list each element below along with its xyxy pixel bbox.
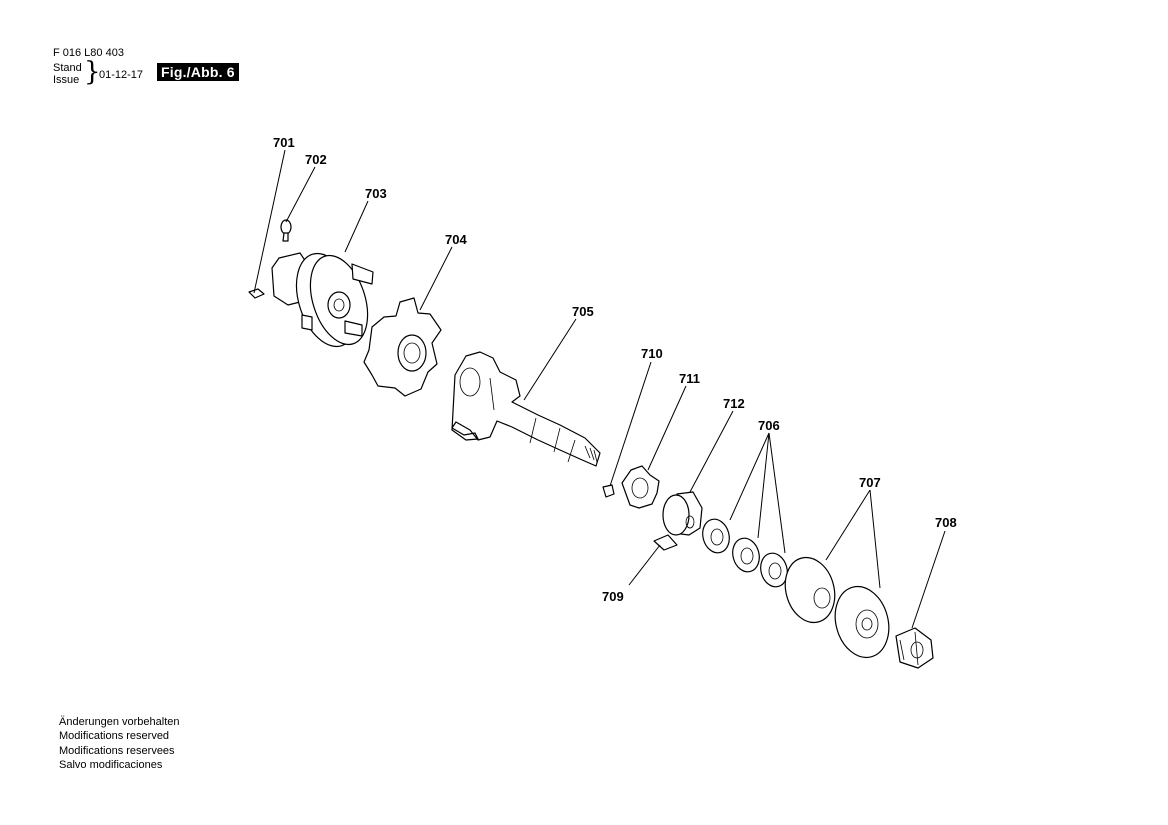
- leader-lines: [253, 149, 946, 629]
- part-number-710: 710: [641, 346, 663, 361]
- part-708-nut[interactable]: [895, 627, 934, 669]
- part-number-706: 706: [758, 418, 780, 433]
- part-706-washer-1[interactable]: [699, 516, 733, 556]
- part-709-key[interactable]: [653, 534, 678, 551]
- part-702-screw[interactable]: [280, 219, 292, 242]
- part-number-708: 708: [935, 515, 957, 530]
- part-706-washer-2[interactable]: [729, 535, 763, 575]
- part-701-key[interactable]: [248, 288, 265, 299]
- part-712-bushing[interactable]: [662, 491, 703, 536]
- part-number-711: 711: [679, 371, 700, 386]
- part-704-gear-plate[interactable]: [363, 297, 442, 397]
- part-number-701: 701: [273, 135, 295, 150]
- part-705-shaft[interactable]: [451, 351, 601, 467]
- footer-line-de: Änderungen vorbehalten: [59, 716, 180, 728]
- issue-label: Issue: [53, 74, 80, 86]
- part-703-flange[interactable]: [271, 246, 378, 355]
- modifications-notice: Änderungen vorbehalten Modifications res…: [59, 715, 179, 772]
- footer-line-es: Salvo modificaciones: [59, 758, 163, 771]
- part-711-cam-plate[interactable]: [621, 465, 660, 509]
- part-number-704: 704: [445, 232, 467, 247]
- footer-line-fr: Modifications reservees: [59, 744, 175, 757]
- document-number: F 016 L80 403: [53, 47, 124, 59]
- part-707-flange-2[interactable]: [828, 580, 897, 663]
- part-707-flange-1[interactable]: [778, 552, 841, 628]
- part-710-screw[interactable]: [602, 484, 615, 498]
- figure-label: Fig./Abb. 6: [157, 63, 239, 81]
- part-number-709: 709: [602, 589, 624, 604]
- brace-symbol: }: [84, 57, 101, 87]
- part-706-washer-3[interactable]: [757, 550, 791, 590]
- stand-label: Stand: [53, 62, 82, 74]
- part-number-703: 703: [365, 186, 387, 201]
- part-number-705: 705: [572, 304, 594, 319]
- stand-issue-labels: Stand Issue: [53, 62, 82, 86]
- footer-line-en: Modifications reserved: [59, 730, 170, 743]
- part-number-707: 707: [859, 475, 881, 490]
- part-number-712: 712: [723, 396, 745, 411]
- issue-date: 01-12-17: [99, 69, 144, 81]
- part-number-702: 702: [305, 152, 327, 167]
